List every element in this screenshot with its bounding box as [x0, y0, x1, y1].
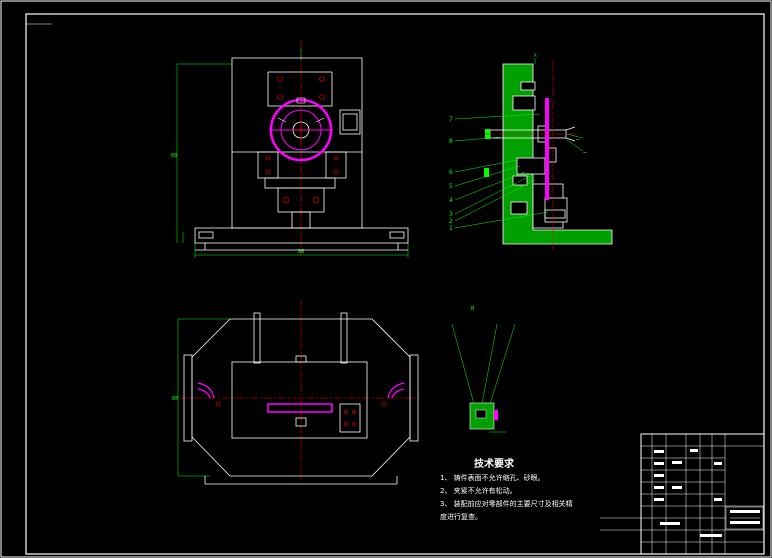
- part-number-label: 1: [449, 225, 453, 232]
- title-block-scribble: [654, 449, 760, 537]
- svg-text:—: —: [576, 137, 580, 142]
- part-number-label: 8: [449, 138, 453, 145]
- detail-view-label: B: [471, 306, 475, 312]
- part-number-callouts: 7 8 6 5 4 3 2 1: [449, 116, 453, 232]
- svg-text:—: —: [583, 150, 587, 155]
- side-section-view: — — A: [454, 53, 613, 252]
- technical-requirement-item: 1、 铸件表面不允许缩孔、砂眼。: [440, 474, 545, 482]
- svg-text:88: 88: [171, 153, 177, 159]
- technical-requirement-item: 度进行复查。: [440, 513, 482, 521]
- svg-text:88: 88: [298, 249, 304, 255]
- part-number-label: 5: [449, 183, 453, 190]
- part-number-label: 3: [449, 211, 453, 218]
- title-block: [600, 433, 765, 555]
- top-view: 88: [172, 300, 420, 485]
- part-number-label: 2: [449, 218, 453, 225]
- detail-view: B: [451, 306, 516, 433]
- technical-requirement-item: 2、 夹紧不允许有松动。: [440, 487, 517, 495]
- technical-requirement-item: 3、 装配前应对零部件的主要尺寸及相关精: [440, 500, 573, 508]
- part-number-label: 4: [449, 197, 453, 204]
- front-view: 88 88: [171, 40, 409, 258]
- svg-text:88: 88: [172, 396, 178, 402]
- technical-requirements-title: 技术要求: [474, 459, 514, 470]
- part-number-label: 6: [449, 169, 453, 176]
- part-number-label: 7: [449, 116, 453, 123]
- svg-text:A: A: [534, 53, 537, 58]
